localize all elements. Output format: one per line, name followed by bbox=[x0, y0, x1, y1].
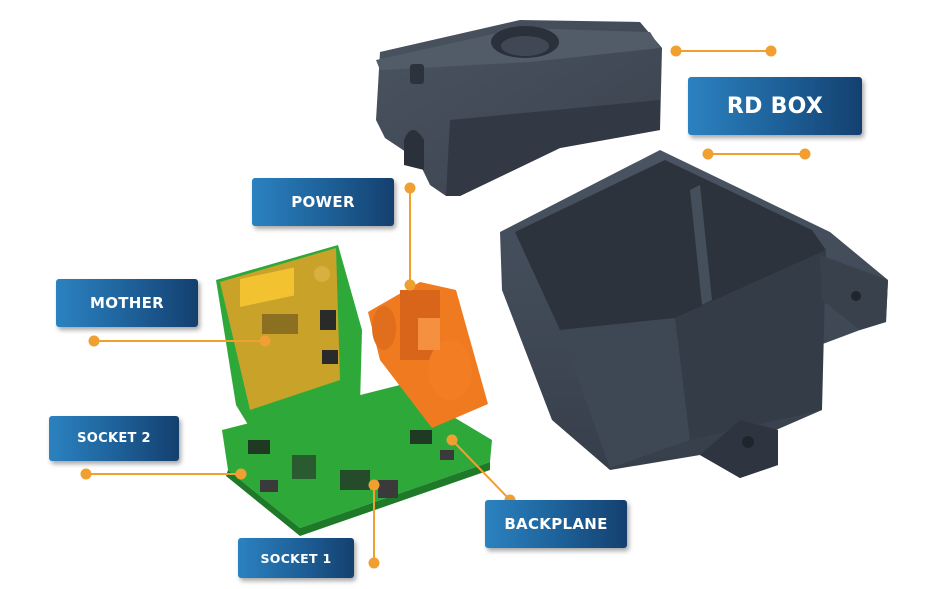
mother-board bbox=[216, 245, 362, 428]
power-module bbox=[368, 282, 488, 428]
backplane-label: BACKPLANE bbox=[485, 500, 627, 548]
rd-box-base bbox=[500, 150, 888, 478]
callout-lines bbox=[86, 50, 805, 563]
rd-box-label: RD BOX bbox=[688, 77, 862, 135]
power-label: POWER bbox=[252, 178, 394, 226]
socket-2-label: SOCKET 2 bbox=[49, 416, 179, 461]
socket-1-label: SOCKET 1 bbox=[238, 538, 354, 578]
backplane-pcb bbox=[222, 385, 492, 536]
rd-box-lid bbox=[376, 20, 662, 196]
mother-label: MOTHER bbox=[56, 279, 198, 327]
